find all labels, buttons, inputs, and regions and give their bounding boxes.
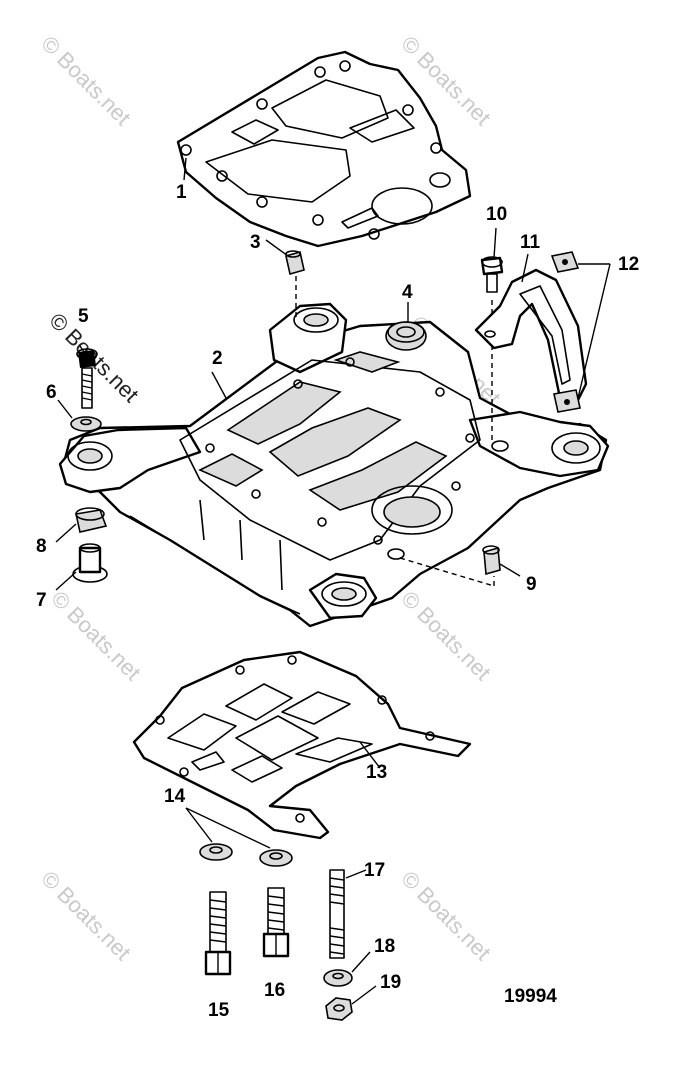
callout-10: 10	[486, 204, 507, 225]
callout-4: 4	[402, 282, 413, 303]
callout-11: 11	[520, 232, 541, 253]
lower-gasket	[132, 650, 472, 840]
upper-gasket	[176, 50, 472, 248]
callout-13: 13	[366, 762, 387, 783]
callout-3: 3	[250, 232, 261, 253]
washer-14-right	[259, 849, 293, 867]
nut-19	[325, 997, 353, 1021]
callout-6: 6	[46, 382, 57, 403]
bolt-15	[204, 891, 232, 976]
screw-5	[76, 348, 98, 409]
callout-15: 15	[208, 1000, 230, 1021]
callout-14: 14	[164, 786, 186, 807]
figure-number: 19994	[504, 986, 557, 1007]
washer-18	[323, 969, 353, 987]
callout-2: 2	[212, 348, 223, 369]
clip-12-lower	[553, 389, 581, 413]
watermark: © Boats.net	[396, 586, 495, 685]
watermark: © Boats.net	[36, 866, 135, 965]
seal-ring	[385, 321, 427, 351]
bolt-16	[262, 887, 290, 958]
leader-lines	[55, 157, 611, 1005]
callout-labels: 1 2 3 4 5 6 7 8 9 10 11 12 13 14 15 16 1…	[36, 182, 639, 1021]
bushing-7	[72, 543, 108, 583]
bushing-9	[399, 545, 501, 587]
adapter-plate	[58, 302, 610, 628]
callout-9: 9	[526, 574, 537, 595]
watermark: © Boats.net	[46, 586, 145, 685]
callout-18: 18	[374, 936, 395, 957]
callout-1: 1	[176, 182, 187, 203]
clip-12-upper	[550, 251, 580, 273]
callout-5: 5	[78, 306, 89, 327]
callout-19: 19	[380, 972, 401, 993]
watermark: © Boats.net	[396, 866, 495, 965]
callout-8: 8	[36, 536, 47, 557]
washer-14-left	[199, 843, 233, 861]
bolt-10	[480, 256, 504, 440]
callout-7: 7	[36, 590, 47, 611]
washer-6	[70, 416, 102, 432]
watermark: © Boats.net	[36, 31, 135, 130]
grommet-8	[75, 507, 108, 533]
callout-12: 12	[618, 254, 639, 275]
stud-17	[329, 869, 345, 959]
callout-17: 17	[364, 860, 385, 881]
callout-16: 16	[264, 980, 285, 1001]
